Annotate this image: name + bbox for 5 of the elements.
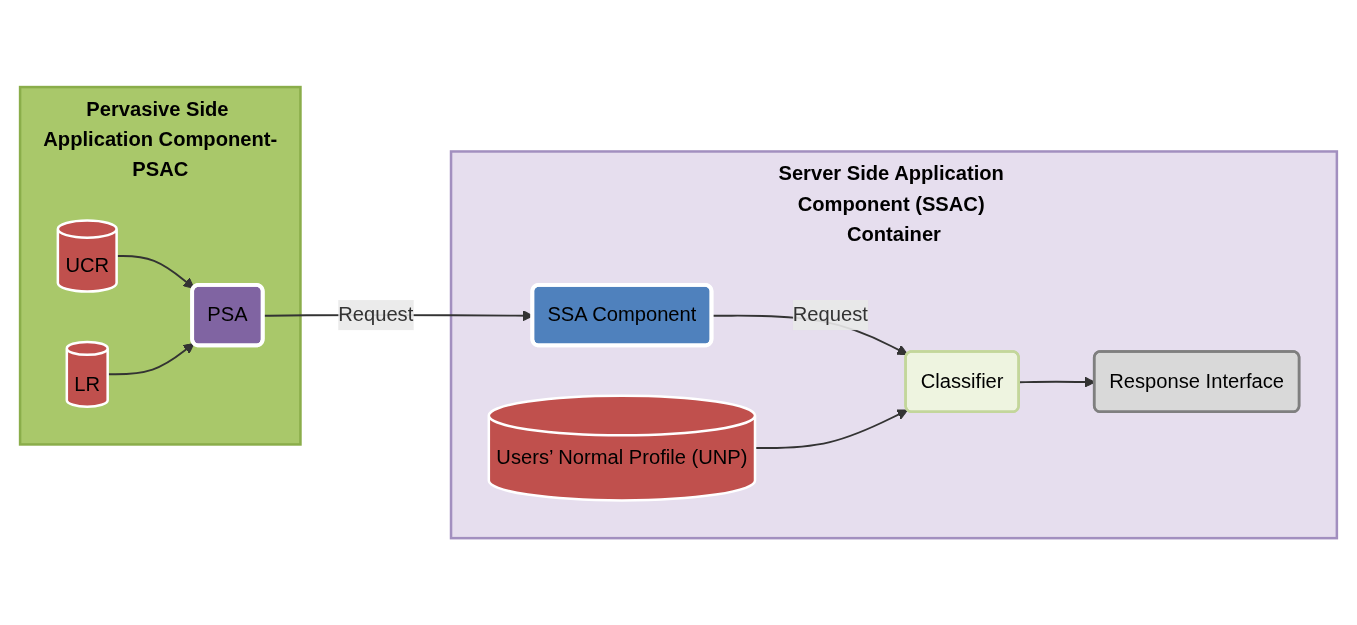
arrow (106, 342, 195, 376)
edge-label: Request (338, 303, 414, 326)
arrow (754, 409, 909, 449)
edge-label: Request (792, 303, 868, 326)
arrow (115, 254, 195, 289)
